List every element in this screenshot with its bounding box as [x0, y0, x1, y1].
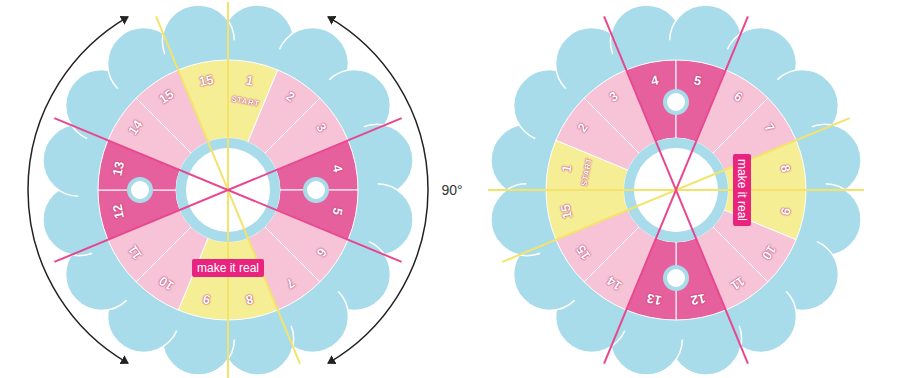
- space-number: 13: [646, 292, 663, 308]
- space-number: 15: [198, 72, 215, 88]
- badge-text: make it real: [192, 259, 264, 277]
- badge-text: make it real: [733, 154, 751, 226]
- rotation-arrow: [328, 17, 428, 363]
- string-line: [54, 118, 401, 262]
- space-number: 13: [110, 160, 126, 177]
- string-line: [604, 16, 748, 363]
- peg-hole: [305, 179, 327, 201]
- space-number: 12: [689, 292, 706, 308]
- peg-hole: [665, 91, 687, 113]
- title-badge: make it real: [192, 259, 264, 277]
- string-line: [54, 118, 401, 262]
- peg-hole: [665, 267, 687, 289]
- space-number: 12: [110, 203, 126, 220]
- peg-hole: [129, 179, 151, 201]
- game-wheel: [488, 5, 864, 375]
- game-wheel: [43, 2, 413, 378]
- string-line: [604, 16, 748, 363]
- angle-label: 90°: [441, 182, 462, 198]
- space-number: 15: [558, 203, 574, 220]
- rotation-arrow: [28, 17, 128, 363]
- title-badge: make it real: [733, 154, 751, 226]
